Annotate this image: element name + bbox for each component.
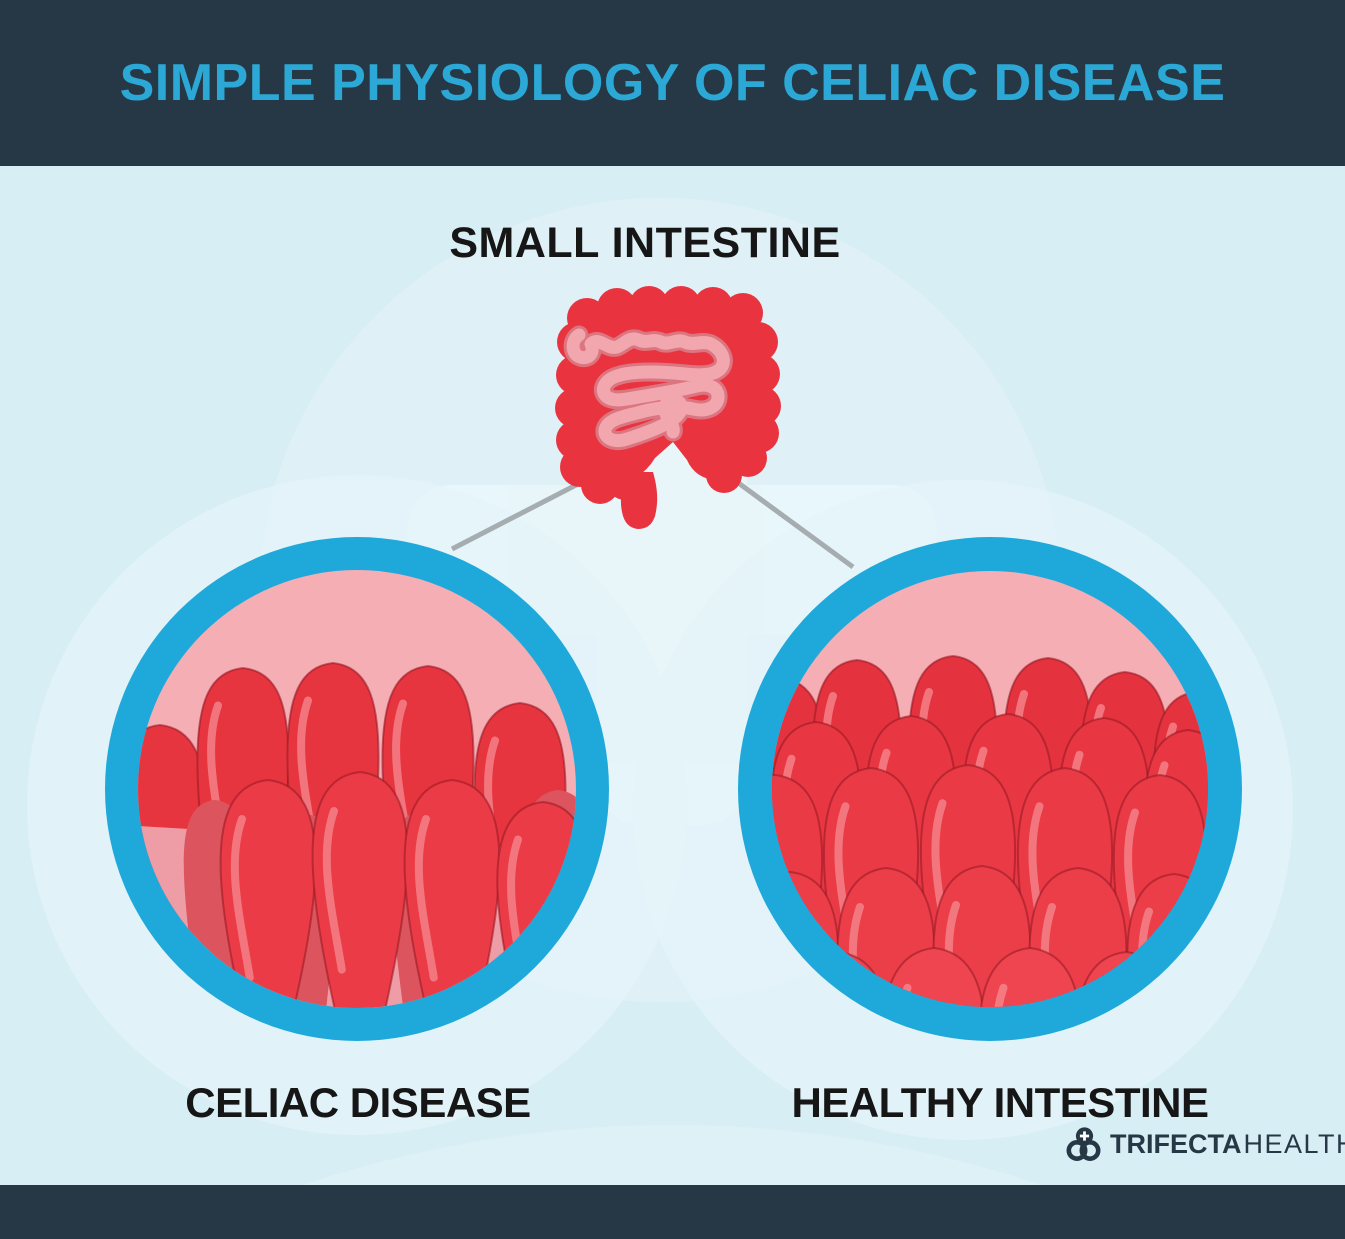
intestine-icon — [555, 286, 781, 529]
healthy-circle-figure — [738, 537, 1242, 1041]
villus — [932, 864, 1032, 1007]
small-intestine-label: SMALL INTESTINE — [449, 219, 841, 267]
trifecta-logo-wordmark: TRIFECTAHEALTH — [1110, 1129, 1345, 1159]
villus — [311, 770, 409, 1008]
trifecta-health-logo: TRIFECTAHEALTH — [1064, 1126, 1345, 1163]
page-title: SIMPLE PHYSIOLOGY OF CELIAC DISEASE — [119, 54, 1226, 112]
footer-bar — [0, 1185, 1345, 1239]
small-intestine-tube — [563, 325, 733, 451]
celiac-disease-label: CELIAC DISEASE — [185, 1079, 531, 1126]
villus-highlight — [414, 815, 438, 982]
villus-highlight — [230, 815, 254, 982]
healthy-intestine-label: HEALTHY INTESTINE — [791, 1079, 1209, 1126]
header: SIMPLE PHYSIOLOGY OF CELIAC DISEASE — [0, 0, 1345, 166]
trifecta-logo-icon — [1066, 1127, 1101, 1161]
plus-icon — [1079, 1131, 1090, 1141]
villus-highlight — [322, 807, 346, 974]
villus-highlight — [992, 983, 1016, 1007]
